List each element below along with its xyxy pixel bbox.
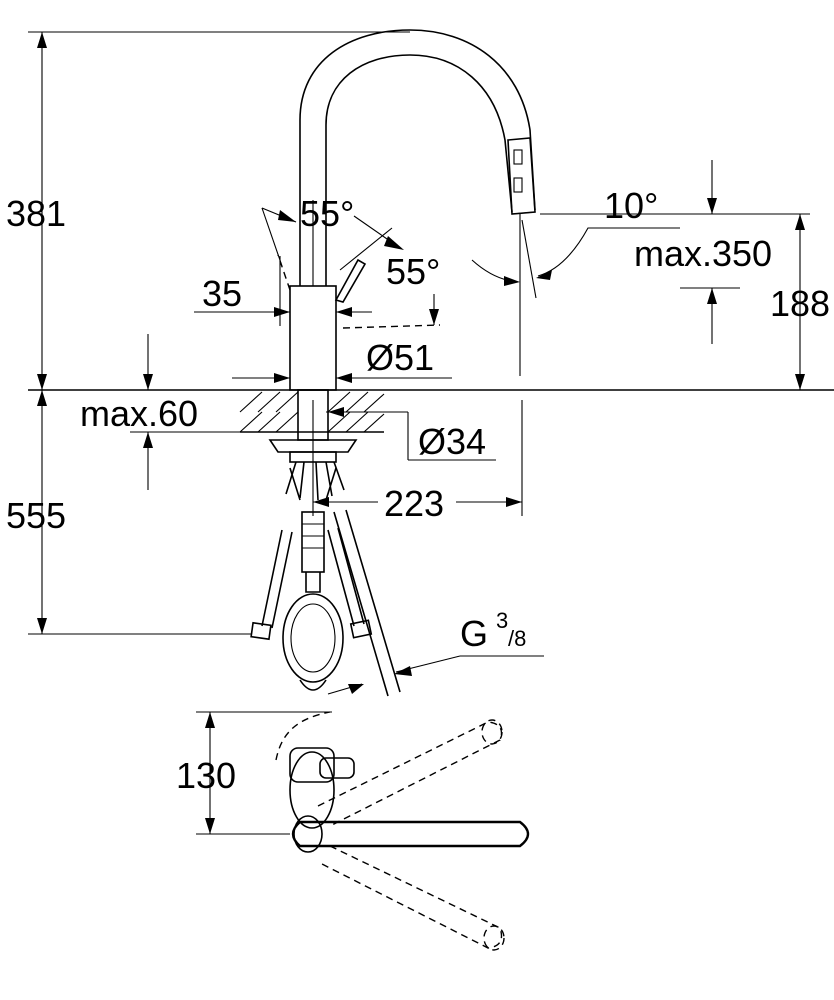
dim-plan-depth: 130 (176, 711, 332, 835)
dim-connection-thread-sub: /8 (508, 626, 526, 651)
dim-spray-reach-label: max.350 (634, 233, 772, 274)
dim-body-diameter: Ø51 (232, 337, 452, 383)
dim-hole-diameter: Ø34 (326, 407, 496, 462)
dim-spray-angle-label: 10° (604, 185, 658, 226)
dim-lever-offset-label: 35 (202, 273, 242, 314)
dim-deck-thickness: max.60 (80, 334, 240, 490)
dim-hole-diameter-label: Ø34 (418, 421, 486, 462)
dim-below-deck-label: 555 (6, 495, 66, 536)
dim-spout-reach-label: 223 (384, 483, 444, 524)
dim-plan-depth-label: 130 (176, 755, 236, 796)
dim-connection-thread-label: G (460, 613, 488, 654)
dim-spout-clearance-label: 188 (770, 283, 830, 324)
dim-below-deck: 555 (6, 390, 252, 635)
dim-total-height-label: 381 (6, 193, 66, 234)
dim-lever-offset: 35 (194, 256, 372, 326)
dim-body-diameter-label: Ø51 (366, 337, 434, 378)
faucet-plan-view (275, 711, 530, 951)
dim-lever-angles: 55° 55° (261, 193, 440, 325)
dim-deck-thickness-label: max.60 (80, 393, 198, 434)
dim-angle-left-label: 55° (300, 193, 354, 234)
faucet-mounting (239, 389, 401, 697)
dim-connection-thread-sup: 3 (496, 608, 508, 633)
dim-spout-reach: 223 (312, 400, 523, 524)
dim-spray: 10° max.350 (471, 160, 810, 376)
dim-spout-clearance: 188 (770, 214, 830, 390)
dim-connection-thread: G 3 /8 (327, 608, 544, 695)
dim-total-height: 381 (6, 31, 410, 390)
dim-angle-right-label: 55° (386, 251, 440, 292)
